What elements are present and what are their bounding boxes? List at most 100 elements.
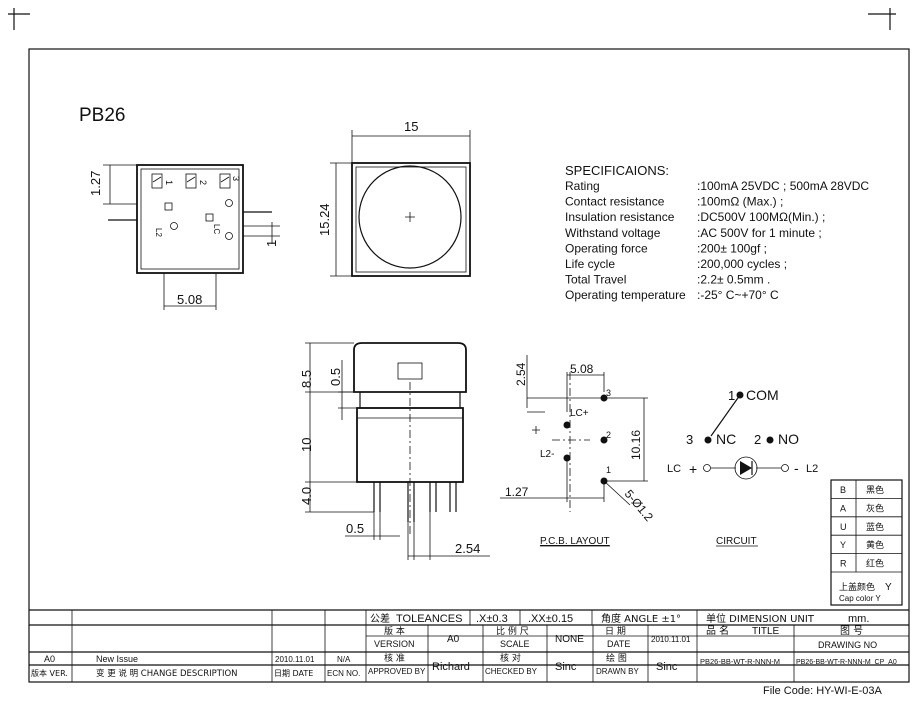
dim-side-gap: 0.5 bbox=[328, 368, 343, 386]
circuit-com-number: 1 bbox=[728, 388, 735, 403]
top-label-lc: LC bbox=[212, 224, 221, 234]
spec-value: :200± 100gf ; bbox=[697, 241, 767, 255]
circuit-l2-label: L2 bbox=[806, 463, 818, 475]
spec-label: Operating force bbox=[565, 241, 648, 255]
dim-side-pin: 4.0 bbox=[299, 487, 314, 505]
spec-label: Contact resistance bbox=[565, 195, 665, 209]
spec-value: :100mΩ (Max.) ; bbox=[697, 195, 783, 209]
dim-pcb-254: 2.54 bbox=[514, 362, 528, 386]
tol-en: TOLEANCES bbox=[396, 613, 462, 625]
rev-header-date: 日期 DATE bbox=[274, 669, 313, 678]
scale-value: NONE bbox=[555, 634, 584, 645]
circuit-diagram: 1 COM 3 NC 2 NO LC + - L2 CIRCUIT bbox=[667, 387, 818, 547]
rev-description: New Issue bbox=[96, 654, 138, 664]
color-name: 红色 bbox=[866, 558, 884, 570]
spec-value: :AC 500V for 1 minute ; bbox=[697, 226, 822, 240]
crop-marks bbox=[8, 8, 896, 30]
spec-value: :200,000 cycles ; bbox=[697, 257, 787, 271]
dim-front-height: 15.24 bbox=[317, 203, 332, 236]
specifications: SPECIFICAIONS: Rating:100mA 25VDC ; 500m… bbox=[565, 163, 869, 302]
approved-cn: 核 准 bbox=[384, 652, 405, 664]
spec-value: :-25° C~+70° C bbox=[697, 288, 779, 302]
title-block: 公差 TOLEANCES .X±0.3 .XX±0.15 角度 ANGLE ±1… bbox=[29, 609, 909, 682]
title-cn: 品 名 bbox=[706, 624, 729, 637]
side-view: 8.5 0.5 10 4.0 0.5 2.54 bbox=[299, 342, 490, 560]
spec-rows: Rating:100mA 25VDC ; 500mA 28VDCContact … bbox=[565, 179, 869, 302]
drawn-cn: 绘 图 bbox=[606, 652, 627, 664]
color-code: R bbox=[840, 559, 847, 569]
color-code: U bbox=[840, 522, 847, 532]
top-label-l2: L2 bbox=[154, 228, 163, 237]
dim-front-width: 15 bbox=[404, 119, 418, 134]
dim-side-body: 10 bbox=[299, 438, 314, 452]
circuit-lc-label: LC bbox=[667, 463, 681, 475]
pcb-pin-3: 3 bbox=[606, 388, 611, 398]
drawn-value: Sinc bbox=[656, 661, 678, 673]
spec-label: Insulation resistance bbox=[565, 210, 675, 224]
rev-header-desc: 变 更 说 明 CHANGE DESCRIPTION bbox=[96, 668, 238, 679]
dim-top-height: 1.27 bbox=[88, 171, 103, 196]
color-code: A bbox=[840, 503, 846, 513]
circuit-no-number: 2 bbox=[754, 432, 761, 447]
spec-label: Life cycle bbox=[565, 257, 615, 271]
dim-top-pitch: 5.08 bbox=[177, 292, 202, 307]
pcb-label-l2-minus: L2- bbox=[540, 449, 554, 460]
spec-label: Withstand voltage bbox=[565, 226, 661, 240]
circuit-caption: CIRCUIT bbox=[716, 536, 757, 547]
circuit-com-label: COM bbox=[746, 387, 779, 403]
cap-color-en: Cap color Y bbox=[839, 594, 881, 603]
tol-cn: 公差 bbox=[370, 612, 390, 625]
color-code: B bbox=[840, 485, 846, 495]
circuit-nc-label: NC bbox=[716, 431, 736, 447]
model-title: PB26 bbox=[79, 105, 125, 126]
date-value: 2010.11.01 bbox=[651, 635, 691, 644]
rev-version: A0 bbox=[44, 654, 55, 664]
color-name: 灰色 bbox=[866, 502, 884, 514]
checked-en: CHECKED BY bbox=[485, 667, 538, 676]
scale-cn: 比 例 尺 bbox=[496, 625, 529, 637]
cap-color-cn: 上盖颜色 bbox=[839, 581, 875, 593]
dimension-unit-value: mm. bbox=[848, 613, 869, 625]
spec-label: Operating temperature bbox=[565, 288, 686, 302]
date-en: DATE bbox=[607, 639, 630, 649]
rev-header-ecn: ECN NO. bbox=[327, 669, 360, 678]
top-pin-1: 1 bbox=[164, 180, 174, 185]
tol-x: .X±0.3 bbox=[476, 613, 508, 625]
rev-header-ver: 版本 VER. bbox=[31, 668, 68, 678]
checked-value: Sinc bbox=[555, 661, 577, 673]
part-title-value: PB26-BB-WT-R-NNN-M bbox=[700, 657, 780, 666]
dim-pcb-1016: 10.16 bbox=[629, 430, 643, 460]
dim-pcb-508: 5.08 bbox=[570, 362, 594, 376]
dimension-unit: 单位 DIMENSION UNIT bbox=[706, 612, 815, 625]
spec-value: :100mA 25VDC ; 500mA 28VDC bbox=[697, 179, 869, 193]
circuit-plus-sign: + bbox=[689, 461, 697, 477]
checked-cn: 核 对 bbox=[500, 652, 521, 664]
rev-date: 2010.11.01 bbox=[275, 655, 315, 664]
cap-color-value: Y bbox=[885, 582, 892, 593]
circuit-nc-number: 3 bbox=[686, 432, 693, 447]
pcb-layout: 3 2 1 LC+ L2- 5.08 2.54 10.16 1.27 5-Ø1.… bbox=[500, 355, 656, 547]
scale-en: SCALE bbox=[500, 639, 530, 649]
color-name: 蓝色 bbox=[866, 521, 884, 533]
top-pin-2: 2 bbox=[198, 180, 208, 185]
dim-side-pin-pitch: 2.54 bbox=[455, 541, 480, 556]
dim-side-pin-width: 0.5 bbox=[346, 521, 364, 536]
dim-pcb-hole: 5-Ø1.2 bbox=[622, 487, 657, 524]
top-view: 1 2 3 L2 LC 1.27 1 5.08 bbox=[88, 164, 280, 310]
drawn-en: DRAWN BY bbox=[596, 667, 639, 676]
color-code: Y bbox=[840, 540, 846, 550]
approved-value: Richard bbox=[432, 661, 470, 673]
drawing-no-cn: 图 号 bbox=[840, 625, 863, 637]
drawing-no-value: PB26-BB-WT-R-NNN-M_CP_A0 bbox=[796, 659, 897, 666]
dim-top-one: 1 bbox=[264, 240, 279, 247]
spec-label: Total Travel bbox=[565, 273, 626, 287]
tol-xx: .XX±0.15 bbox=[528, 613, 573, 625]
version-en: VERSION bbox=[374, 639, 415, 649]
circuit-minus-sign: - bbox=[794, 460, 799, 476]
version-value: A0 bbox=[447, 634, 460, 645]
version-cn: 版 本 bbox=[384, 625, 405, 637]
color-name: 黑色 bbox=[866, 484, 884, 496]
